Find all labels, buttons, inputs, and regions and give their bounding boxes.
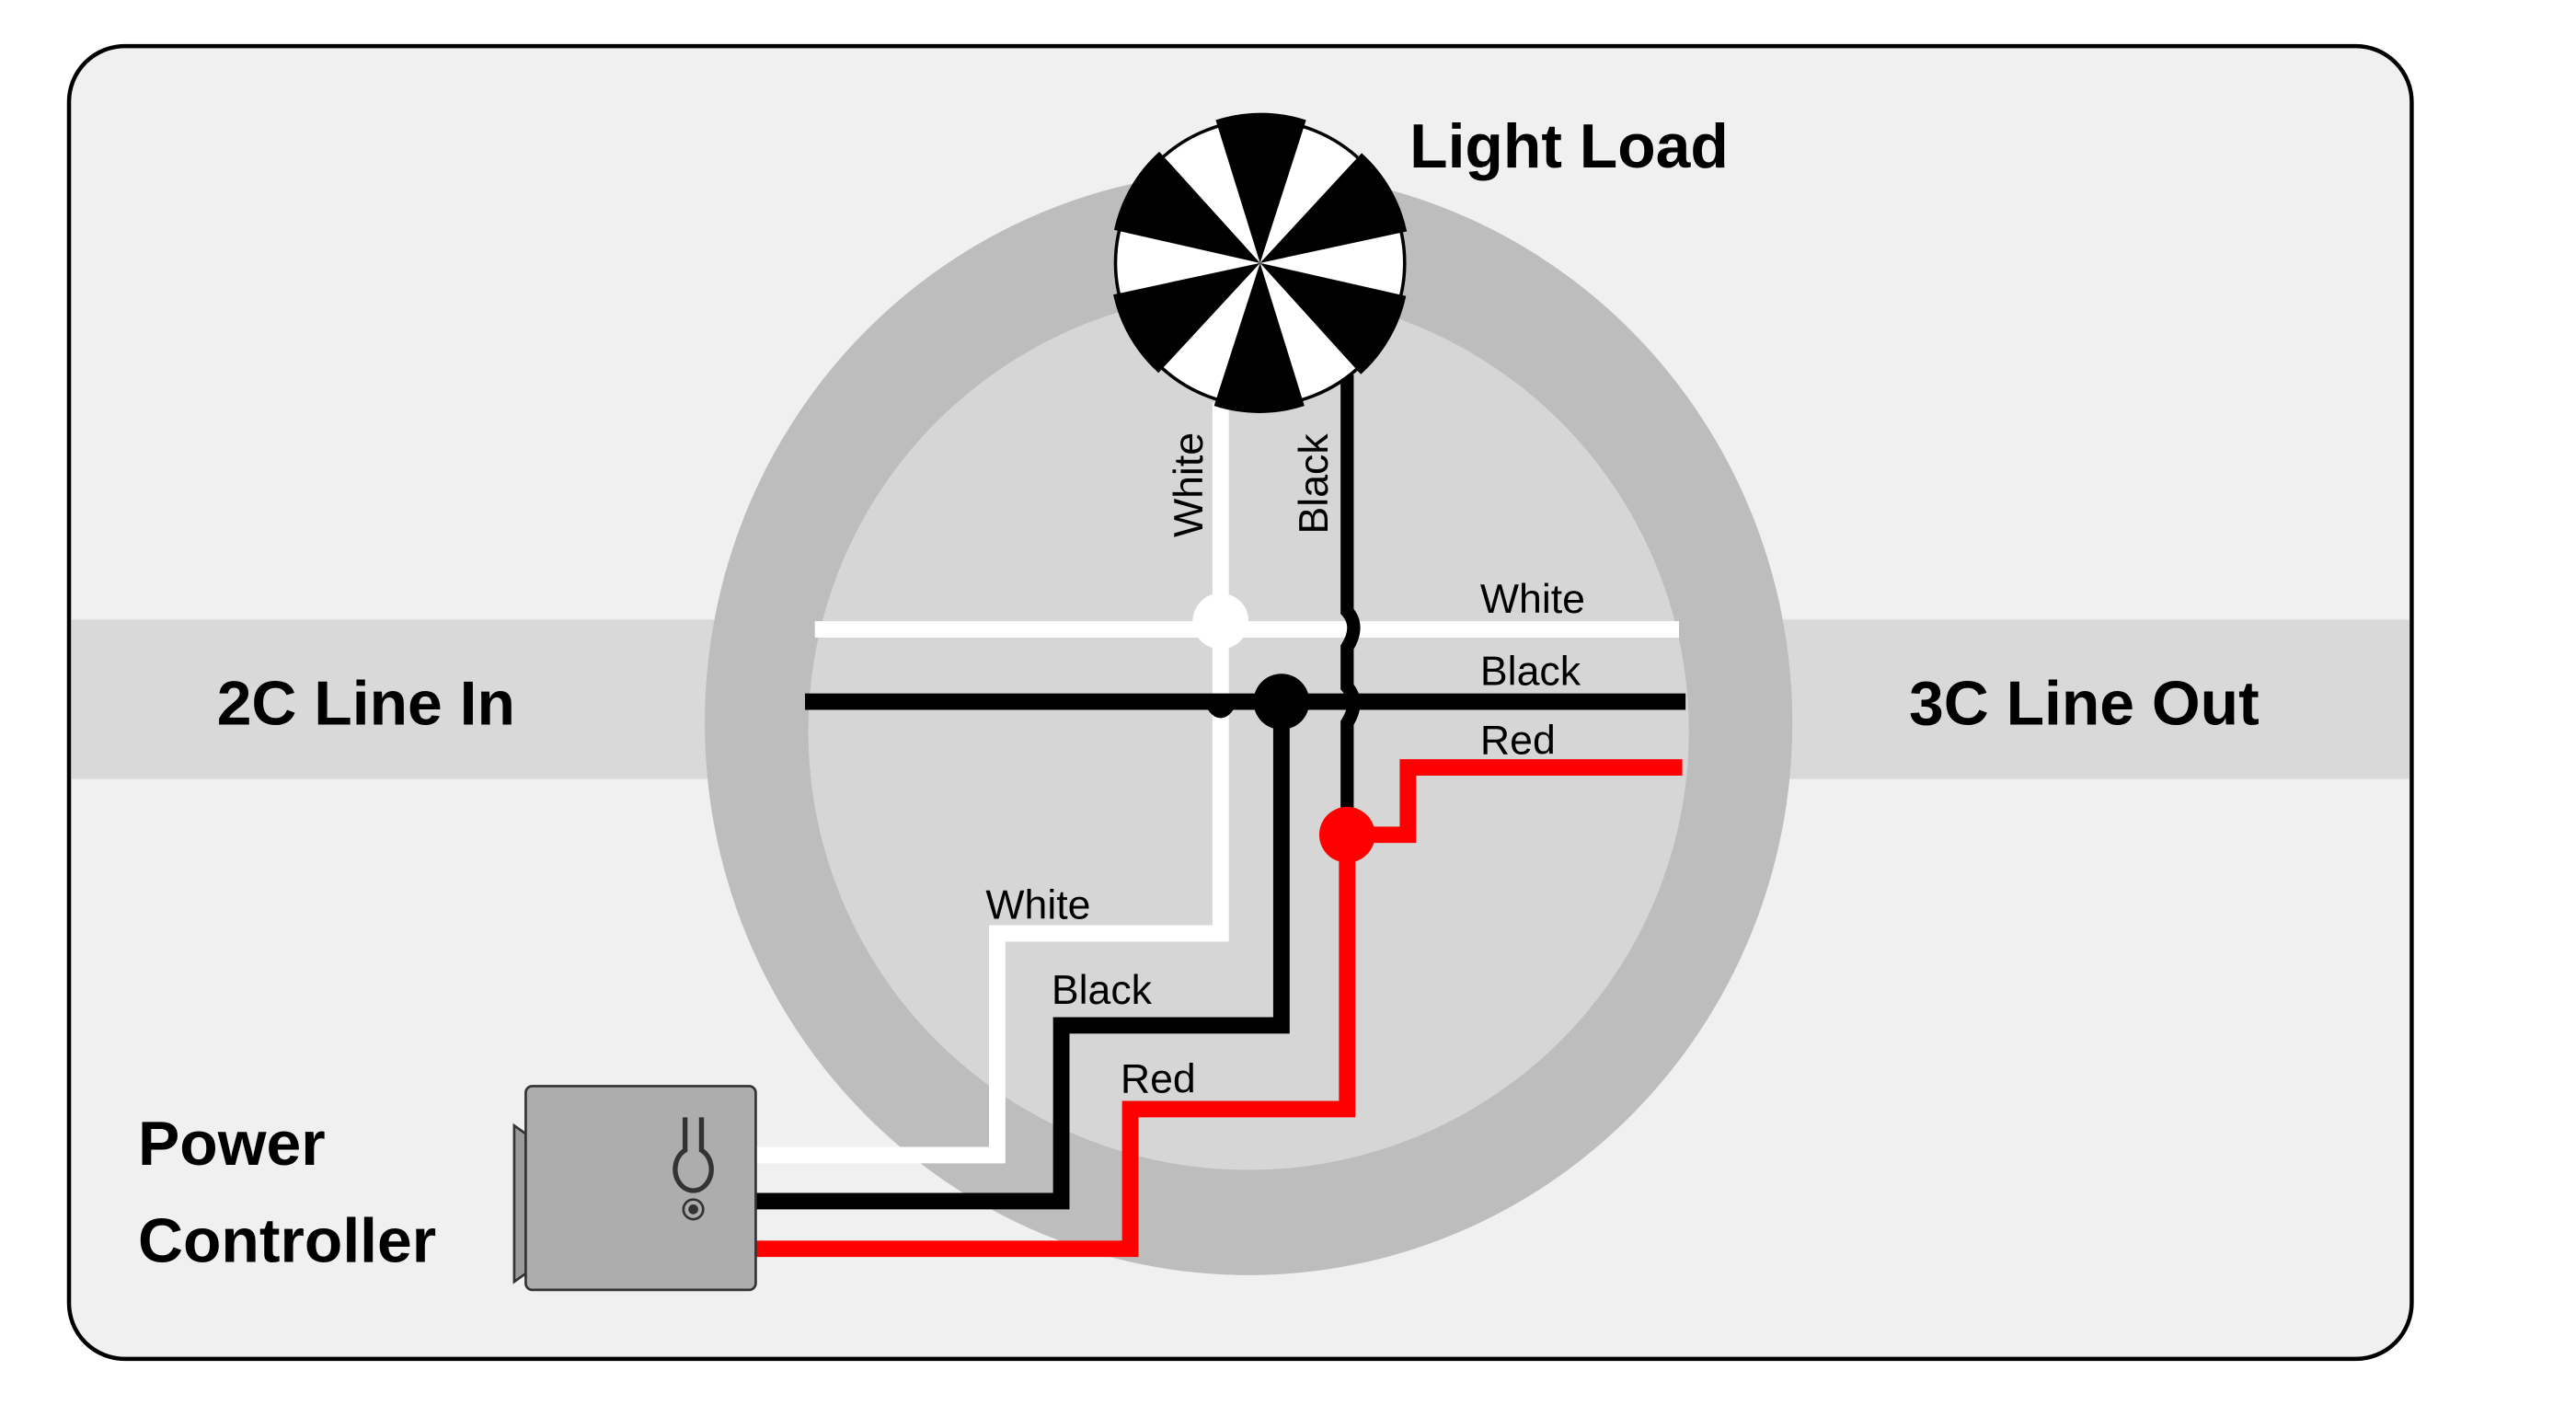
out-red-label: Red xyxy=(1480,719,1556,764)
junction-black xyxy=(1253,674,1310,730)
wire-white-controller xyxy=(755,402,1229,1164)
load-white-label: White xyxy=(1167,432,1212,537)
junction-red xyxy=(1318,806,1375,863)
power-controller-icon xyxy=(512,1085,757,1292)
light-load-label: Light Load xyxy=(1409,112,1729,181)
controller-black-label: Black xyxy=(1052,968,1153,1013)
wire-black-load xyxy=(1340,374,1361,832)
wire-red-controller xyxy=(755,835,1356,1258)
controller-label-line1: Power xyxy=(138,1110,326,1179)
wire-black-controller xyxy=(755,701,1290,1210)
junction-ring-inner xyxy=(808,292,1689,1170)
wire-white-hop xyxy=(1204,698,1236,719)
controller-red-label: Red xyxy=(1121,1057,1196,1102)
junction-white xyxy=(1192,593,1249,650)
controller-label-line2: Controller xyxy=(138,1207,436,1276)
out-black-label: Black xyxy=(1480,650,1581,695)
controller-white-label: White xyxy=(985,882,1090,927)
wire-red-out xyxy=(1347,759,1683,844)
line-out-label: 3C Line Out xyxy=(1909,670,2260,739)
load-black-label: Black xyxy=(1292,433,1337,535)
line-in-label: 2C Line In xyxy=(217,670,515,739)
out-white-label: White xyxy=(1480,577,1585,622)
light-load-icon xyxy=(1107,112,1413,413)
